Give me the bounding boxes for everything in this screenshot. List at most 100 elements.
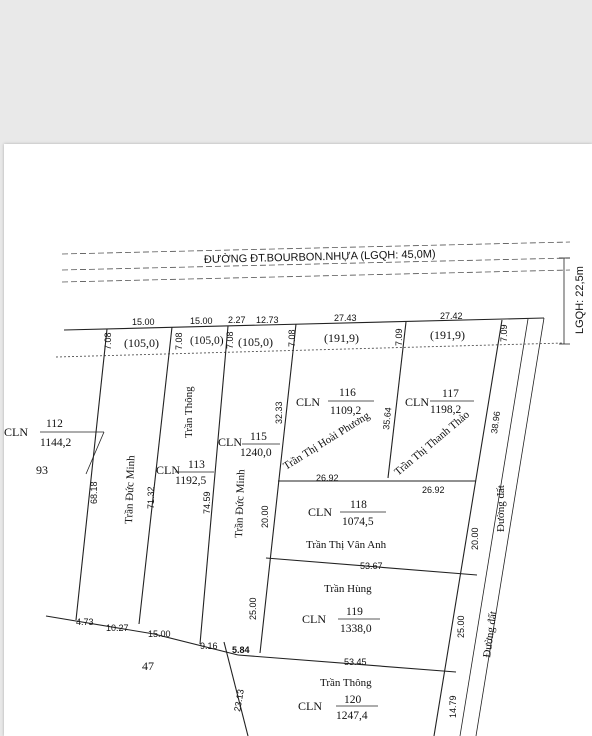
road-name: ĐƯỜNG ĐT.BOURBON.NHỰA (LGQH: 45,0M) [204,247,436,266]
parcel-116-area: 1109,2 [330,405,361,417]
parcel-119-area: 1338,0 [340,623,372,635]
parcel-117: CLN 117 1198,2 Trần Thị Thanh Thảo [392,388,474,478]
dim-15.00: 15.00 [148,629,171,639]
dim-32.33: 32.33 [274,401,284,424]
dim-5.84: 5.84 [232,645,250,655]
parcel-113-number: 113 [188,459,205,471]
parcel-118-number: 118 [350,499,367,511]
dim-4.73: 4.73 [76,617,94,627]
parcel-115-number: 115 [250,431,267,443]
dim-7.09b: 7.09 [499,324,509,342]
dirt-road-edge-outer [459,318,529,736]
parcel-120-area: 1247,4 [336,710,368,722]
parcel-120-number: 120 [344,694,362,706]
parcel-116-owner: Trần Thị Hoài Phương [281,409,372,472]
dim-53.45: 53.45 [344,657,367,667]
dim-25.00b: 25.00 [456,615,466,638]
parcel-119-owner: Trần Hùng [324,583,372,595]
dim-25.00a: 25.00 [248,597,258,620]
parcel-119-cln: CLN [302,612,326,626]
boundary-23.13 [223,641,249,736]
parcel-120-owner: Trần Thông [320,677,372,689]
parcel-118-area: 1074,5 [342,516,374,528]
parcel-119: Trần Hùng CLN 119 1338,0 [302,583,380,635]
dim-10.27: 10.27 [106,623,129,633]
parcel-116: CLN 116 1109,2 Trần Thị Hoài Phương [281,387,374,473]
divider-112-113 [75,328,108,621]
east-boundary [433,319,503,736]
dirt-road-label-1: Đường đất [495,485,507,532]
lgqh-label: LGQH: 22,5m [574,266,586,334]
dim-38.96: 38.96 [489,411,502,435]
dim-7.08b: 7.08 [174,332,184,350]
road-edge-low [61,269,571,283]
parcel-115-area: 1240,0 [240,447,272,459]
dim-35.64: 35.64 [381,407,393,430]
dim-20.00a: 20.00 [260,505,270,528]
divider-116-117 [387,321,407,479]
leader-112 [85,431,105,475]
parcel-113-cln: CLN [156,463,180,477]
cadastral-plan: ĐƯỜNG ĐT.BOURBON.NHỰA (LGQH: 45,0M) LGQH… [4,241,586,736]
dim-2.27: 2.27 [228,315,246,325]
line-53.45 [237,654,457,673]
dim-74.59: 74.59 [202,491,212,514]
parcel-112-area: 1144,2 [40,437,71,449]
dim-7.08a: 7.08 [103,332,113,350]
dim-14.79: 14.79 [448,695,458,718]
dim-71.32: 71.32 [146,486,156,509]
parcel-113-owner: Trần Thông [183,386,195,438]
dim-7.08d: 7.08 [287,329,297,347]
parcel-115-owner: Trần Đức Minh [233,469,247,538]
parcel-112-cln: CLN [4,425,28,439]
parcel-118: CLN 118 1074,5 Trần Thị Vân Anh [306,499,387,551]
neighbor-47: 47 [142,659,154,673]
divider-115-116 [259,323,297,654]
dirt-road-edge-inner [475,317,545,736]
parcel-120-cln: CLN [298,699,322,713]
road-edge-top [61,241,571,255]
dim-7.08c: 7.08 [225,331,235,349]
dim-9.16: 9.16 [200,641,218,651]
road-edge-mid [61,257,571,271]
dim-12.73: 12.73 [256,315,279,325]
line-53.67 [265,557,478,576]
dim-26.92b: 26.92 [422,485,445,495]
dim-26.92a: 26.92 [316,473,339,483]
dim-23.13: 23.13 [232,688,246,712]
divider-115-west [199,325,229,645]
reserved-4: (191,9) [324,331,359,345]
dim-68.18: 68.18 [89,481,99,504]
parcel-116-number: 116 [339,387,356,399]
parcel-117-owner: Trần Thị Thanh Thảo [392,408,472,478]
neighbor-93: 93 [36,463,48,477]
dim-20.00b: 20.00 [470,527,480,550]
dim-27.43: 27.43 [334,313,357,323]
dim-15a: 15.00 [132,317,155,327]
frontage-line [63,317,545,331]
parcel-117-area: 1198,2 [430,404,461,416]
parcel-113-area: 1192,5 [175,475,206,487]
dim-7.09a: 7.09 [394,328,404,346]
parcel-117-cln: CLN [405,395,429,409]
reserved-1: (105,0) [124,336,159,350]
parcel-115-cln: CLN [218,435,242,449]
parcel-120: Trần Thông CLN 120 1247,4 [298,677,378,722]
reserved-5: (191,9) [430,328,465,342]
cadastral-map-sheet: ĐƯỜNG ĐT.BOURBON.NHỰA (LGQH: 45,0M) LGQH… [4,144,592,736]
parcel-112-owner: Trần Đức Minh [123,455,137,524]
parcel-118-owner: Trần Thị Vân Anh [306,539,387,551]
dim-53.67: 53.67 [360,561,383,571]
setback-line [55,342,565,358]
dirt-road-label-2: Đường đất [481,610,499,658]
parcel-118-cln: CLN [308,505,332,519]
divider-113-115 [138,326,173,625]
dim-27.42: 27.42 [440,311,463,321]
parcel-112: CLN 112 1144,2 Trần Đức Minh [4,418,137,524]
parcel-116-cln: CLN [296,395,320,409]
reserved-2: (105,0) [190,335,224,347]
reserved-3: (105,0) [238,335,273,349]
dim-15b: 15.00 [190,316,213,326]
parcel-119-number: 119 [346,606,363,618]
parcel-117-number: 117 [442,388,459,400]
